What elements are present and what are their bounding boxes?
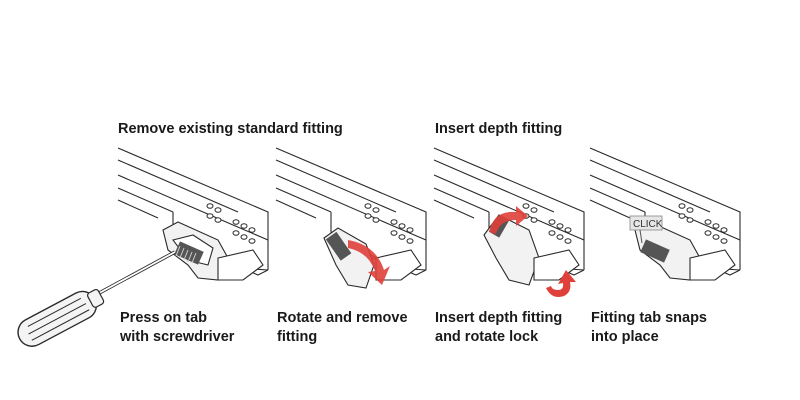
step-2-illustration	[275, 140, 436, 305]
tab-grip-icon	[640, 239, 670, 263]
step-4-caption-line-2: into place	[591, 329, 659, 345]
step-2-caption-line-2: fitting	[277, 329, 318, 345]
step-3-caption: Insert depth fitting and rotate lock	[435, 309, 562, 347]
step-4-illustration: CLICK	[589, 140, 750, 305]
step-2-caption-line-1: Rotate and remove	[277, 310, 408, 326]
drawer-runner-drawing	[275, 147, 427, 289]
step-3-illustration	[433, 140, 594, 305]
tab-grip-icon	[174, 241, 204, 265]
rotate-arrow-icon	[348, 240, 390, 285]
step-1-caption-line-2: with screwdriver	[120, 329, 235, 345]
step-1-illustration	[117, 140, 278, 305]
drawer-runner-drawing	[433, 147, 585, 297]
tab-grip-icon	[325, 231, 352, 261]
heading-insert-fitting: Insert depth fitting	[435, 121, 563, 137]
step-1-caption: Press on tab with screwdriver	[120, 309, 234, 347]
insert-arrow-icon	[489, 206, 528, 234]
click-callout: CLICK	[629, 215, 663, 244]
drawer-runner-drawing	[117, 147, 269, 281]
heading-remove-fitting: Remove existing standard fitting	[118, 121, 343, 137]
step-2-caption: Rotate and remove fitting	[277, 309, 408, 347]
step-4-caption: Fitting tab snaps into place	[591, 309, 707, 347]
step-3-caption-line-2: and rotate lock	[435, 329, 539, 345]
step-1-caption-line-1: Press on tab	[120, 310, 208, 326]
step-4-caption-line-1: Fitting tab snaps	[591, 310, 707, 326]
rotate-lock-arrow-icon	[546, 270, 576, 297]
screwdriver-icon	[17, 250, 176, 347]
step-3-caption-line-1: Insert depth fitting	[435, 310, 563, 326]
click-label: CLICK	[633, 219, 663, 230]
drawer-runner-drawing: CLICK	[589, 147, 741, 281]
